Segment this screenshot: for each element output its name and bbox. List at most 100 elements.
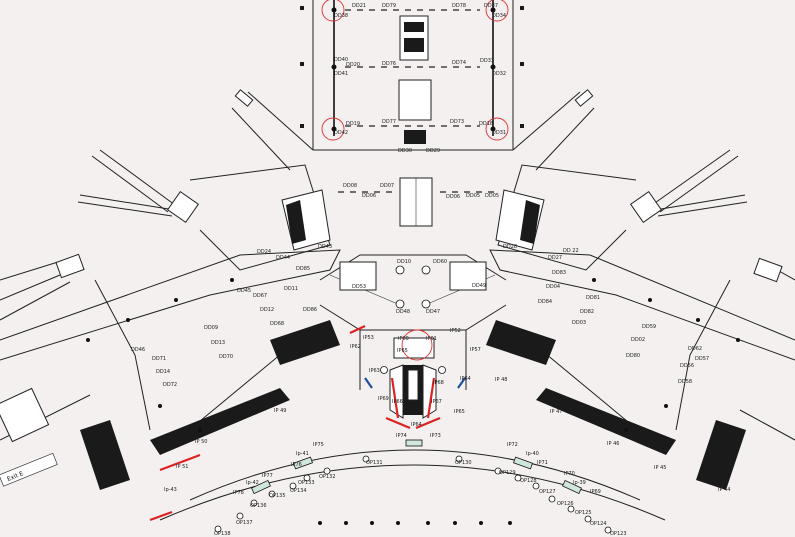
gate-label: IP 46 (607, 441, 619, 447)
gate-label: OP129 (499, 470, 516, 476)
gate-label: IP57 (470, 347, 481, 353)
gate-label: DD53 (352, 284, 366, 290)
gate-label: DD20 (346, 62, 360, 68)
gate-label: IP73 (430, 433, 441, 439)
gate-label: DD84 (538, 299, 552, 305)
gate-label: DD47 (426, 309, 440, 315)
gate-label: DD74 (452, 60, 466, 66)
exit-sign: Exit E (0, 452, 58, 487)
gate-label: DD19 (346, 121, 360, 127)
gate-label: DD82 (580, 309, 594, 315)
gate-label: DD60 (433, 259, 447, 265)
gate-label: OP133 (298, 480, 315, 486)
gate-label: OP135 (269, 493, 286, 499)
gate-label: IP67 (431, 399, 442, 405)
boarding-markers (149, 325, 466, 522)
gate-label: IP69 (590, 489, 601, 495)
gate-label: DD04 (546, 284, 560, 290)
gate-label: DD78 (452, 3, 466, 9)
gate-label: IP64 (411, 422, 422, 428)
gate-label: DD86 (303, 307, 317, 313)
gate-label: IP69 (378, 396, 389, 402)
north-pier (300, 0, 524, 227)
gate-label: DD03 (572, 320, 586, 326)
gate-label: DD67 (253, 293, 267, 299)
gate-label: DD12 (260, 307, 274, 313)
gate-label: DD 22 (563, 248, 579, 254)
gate-label: DD85 (296, 266, 310, 272)
gate-label: DD11 (284, 286, 298, 292)
gate-label: IP66 (392, 399, 403, 405)
gate-label: DD32 (492, 71, 506, 77)
gate-label: DD45 (237, 288, 251, 294)
gate-label: IP61 (426, 336, 437, 342)
gate-label: IP62 (350, 344, 361, 350)
gate-label: OP123 (610, 531, 627, 537)
gate-label: DD24 (257, 249, 271, 255)
gate-label: DD21 (352, 3, 366, 9)
gate-label: DD79 (382, 3, 396, 9)
gate-label: DD72 (163, 382, 177, 388)
gate-label: DD30 (398, 148, 412, 154)
gate-label: DD29 (426, 148, 440, 154)
gate-label: IP68 (433, 380, 444, 386)
gate-label: OP134 (290, 488, 307, 494)
gate-label: DD43 (318, 244, 332, 250)
gate-label: DD70 (219, 354, 233, 360)
gate-label: IP70 (564, 471, 575, 477)
gate-label: DD33 (480, 58, 494, 64)
gate-label: DD08 (343, 183, 357, 189)
gate-label: DD28 (503, 244, 517, 250)
gate-label: DD18 (479, 121, 493, 127)
gate-label: OP124 (590, 521, 607, 527)
gate-label: IP77 (262, 473, 273, 479)
gate-label: DD31 (492, 130, 506, 136)
gate-label: DD37 (484, 3, 498, 9)
gate-label: Ip-40 (526, 451, 539, 457)
gate-label: DD83 (552, 270, 566, 276)
gate-label: OP128 (520, 478, 537, 484)
gate-label: IP76 (291, 462, 302, 468)
gate-label: OP137 (236, 520, 253, 526)
gate-label: DD48 (396, 309, 410, 315)
gate-label: IP64 (460, 376, 471, 382)
gate-label: OP126 (557, 501, 574, 507)
gate-label: DD14 (156, 369, 170, 375)
gate-label: DD46 (131, 347, 145, 353)
gate-label: DD73 (450, 119, 464, 125)
gate-label: OP136 (250, 503, 267, 509)
gate-label: IP53 (363, 335, 374, 341)
gate-label: IP72 (507, 442, 518, 448)
gate-label: OP131 (366, 460, 383, 466)
gate-label: DD62 (688, 346, 702, 352)
gate-label: IP 50 (195, 439, 207, 445)
building-blocks (0, 189, 746, 490)
gate-label: DD05 (466, 193, 480, 199)
gate-label: DD56 (680, 363, 694, 369)
gate-label: IP 48 (495, 377, 507, 383)
gate-label: IP74 (396, 433, 407, 439)
gate-label: OP127 (539, 489, 556, 495)
gate-label: IP63 (369, 368, 380, 374)
gate-label: IP71 (537, 460, 548, 466)
gate-label: DD10 (397, 259, 411, 265)
gate-label: DD57 (695, 356, 709, 362)
gate-label: DD76 (382, 61, 396, 67)
gate-label: IP60 (398, 336, 409, 342)
gate-label: OP125 (575, 510, 592, 516)
gate-label: IP 45 (654, 465, 666, 471)
gate-label: IP65 (397, 348, 408, 354)
gate-label: IP75 (313, 442, 324, 448)
gate-label: DD34 (492, 13, 506, 19)
gate-label: OP130 (455, 460, 472, 466)
gate-label: OP138 (214, 531, 231, 537)
gate-label: DD41 (334, 71, 348, 77)
column-dots (86, 265, 740, 534)
gate-label: DD68 (270, 321, 284, 327)
gate-label: DD38 (334, 13, 348, 19)
gate-label: DD40 (334, 57, 348, 63)
gate-label: IP 44 (718, 487, 730, 493)
gate-label: DD71 (152, 356, 166, 362)
